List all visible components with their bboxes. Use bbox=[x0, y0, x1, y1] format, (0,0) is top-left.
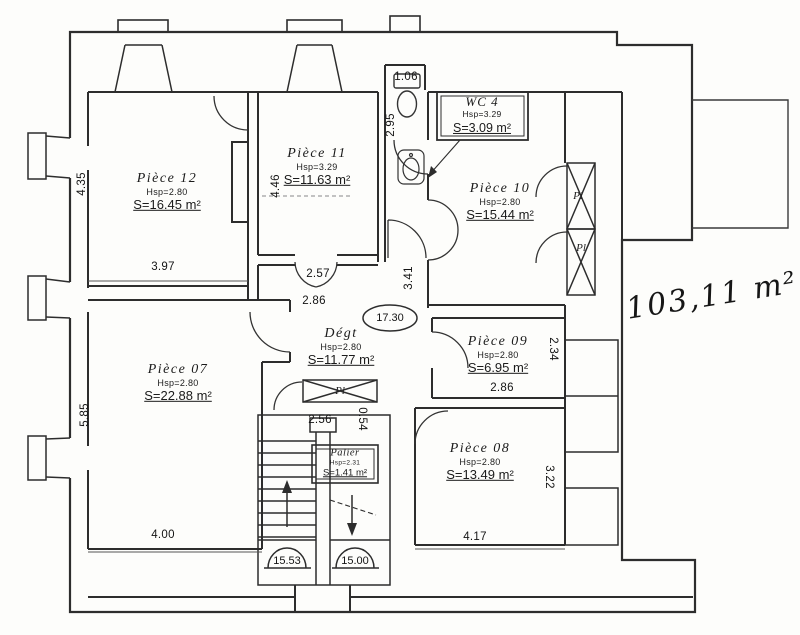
left-window-bays bbox=[27, 132, 71, 481]
room-area: S=6.95 m² bbox=[467, 360, 529, 376]
room-name: Dégt bbox=[324, 325, 358, 341]
level-arches bbox=[264, 547, 379, 569]
level-marker-center: 17.30 bbox=[376, 312, 404, 324]
room-hsp: Hsp=3.29 bbox=[296, 161, 338, 172]
room-label-piece-09: Pièce 09 Hsp=2.80 S=6.95 m² bbox=[468, 334, 529, 376]
dim-p11-door: 2.57 bbox=[306, 268, 330, 280]
door-arcs bbox=[213, 95, 568, 445]
level-oval bbox=[362, 304, 418, 332]
wc4-leader-arrowhead bbox=[428, 166, 437, 178]
room-hsp: Hsp=2.80 bbox=[477, 349, 519, 360]
dim-degt-top: 2.86 bbox=[302, 295, 326, 307]
dim-hall-height: 3.41 bbox=[403, 266, 415, 290]
dim-p09-width: 2.86 bbox=[490, 382, 514, 394]
annex-outline bbox=[692, 99, 789, 229]
room-name: Pièce 09 bbox=[467, 333, 529, 349]
room-label-palier: Palier Hsp=2.31 S=1.41 m² bbox=[323, 447, 367, 478]
outer-wall bbox=[68, 30, 697, 614]
room-area: S=3.09 m² bbox=[452, 120, 512, 135]
room-area: S=22.88 m² bbox=[144, 388, 212, 404]
room-hsp: Hsp=2.31 bbox=[329, 459, 361, 467]
dim-wc-corridor: 2.95 bbox=[385, 113, 397, 137]
room-name: Palier bbox=[330, 447, 360, 459]
room-area: S=1.41 m² bbox=[322, 466, 368, 478]
room-name: Pièce 07 bbox=[147, 361, 209, 377]
room-area: S=16.45 m² bbox=[133, 197, 201, 213]
room-label-piece-12: Pièce 12 Hsp=2.80 S=16.45 m² bbox=[133, 171, 201, 213]
room-label-piece-07: Pièce 07 Hsp=2.80 S=22.88 m² bbox=[144, 362, 212, 404]
dim-palier-width: 2.56 bbox=[308, 414, 332, 426]
room-label-wc4: WC 4 Hsp=3.29 S=3.09 m² bbox=[452, 93, 512, 135]
dim-wc-top: 1.06 bbox=[394, 71, 418, 83]
sink-icon bbox=[397, 149, 425, 185]
level-marker-arch-right: 15.00 bbox=[341, 555, 369, 567]
right-window-bays bbox=[564, 339, 619, 546]
room-hsp: Hsp=2.80 bbox=[459, 456, 501, 467]
room-hsp: Hsp=2.80 bbox=[157, 377, 199, 388]
dimension-lines bbox=[88, 195, 565, 553]
dim-left-upper: 4.35 bbox=[76, 172, 88, 196]
dim-palier-side: 0.54 bbox=[356, 407, 368, 431]
dim-p12-width: 3.97 bbox=[151, 261, 175, 273]
room-name: Pièce 08 bbox=[449, 440, 511, 456]
closet-label-pl-1: Pl bbox=[573, 190, 583, 202]
room-label-piece-10: Pièce 10 Hsp=2.80 S=15.44 m² bbox=[466, 181, 534, 223]
room-hsp: Hsp=2.80 bbox=[146, 186, 188, 197]
room-name: Pièce 10 bbox=[469, 180, 531, 196]
inner-walls bbox=[87, 64, 693, 612]
closet-label-pl-3: Pl bbox=[335, 385, 345, 397]
dim-p11-left: 4.46 bbox=[270, 174, 282, 198]
room-area: S=11.63 m² bbox=[283, 172, 351, 188]
room-hsp: Hsp=2.80 bbox=[320, 341, 362, 352]
palier-box bbox=[311, 444, 379, 484]
room-hsp: Hsp=3.29 bbox=[462, 108, 502, 119]
level-marker-arch-left: 15.53 bbox=[273, 555, 301, 567]
wc4-callout-box bbox=[429, 91, 529, 175]
closets bbox=[302, 162, 596, 403]
room-name: Pièce 11 bbox=[287, 145, 347, 161]
stairs bbox=[257, 414, 391, 586]
dim-left-lower: 5.85 bbox=[79, 403, 91, 427]
dim-p08-right: 3.22 bbox=[543, 465, 555, 489]
room-area: S=11.77 m² bbox=[307, 352, 375, 368]
stair-arrows bbox=[282, 480, 357, 536]
room-label-degt: Dégt Hsp=2.80 S=11.77 m² bbox=[308, 326, 375, 368]
room-name: Pièce 12 bbox=[136, 170, 198, 186]
dim-p09-right: 2.34 bbox=[547, 337, 559, 361]
room-area: S=13.49 m² bbox=[446, 467, 514, 483]
dim-p07-width: 4.00 bbox=[151, 529, 175, 541]
room-label-piece-08: Pièce 08 Hsp=2.80 S=13.49 m² bbox=[446, 441, 514, 483]
toilet-icon bbox=[393, 73, 421, 118]
room-name: WC 4 bbox=[465, 93, 499, 109]
roof-notches bbox=[117, 15, 421, 33]
room-label-piece-11: Pièce 11 Hsp=3.29 S=11.63 m² bbox=[284, 146, 351, 188]
chimney-flues bbox=[114, 44, 343, 93]
closet-label-pl-2: Pl bbox=[576, 242, 586, 254]
dim-p08-width: 4.17 bbox=[463, 531, 487, 543]
room-hsp: Hsp=2.80 bbox=[479, 196, 521, 207]
room-area: S=15.44 m² bbox=[466, 207, 534, 223]
